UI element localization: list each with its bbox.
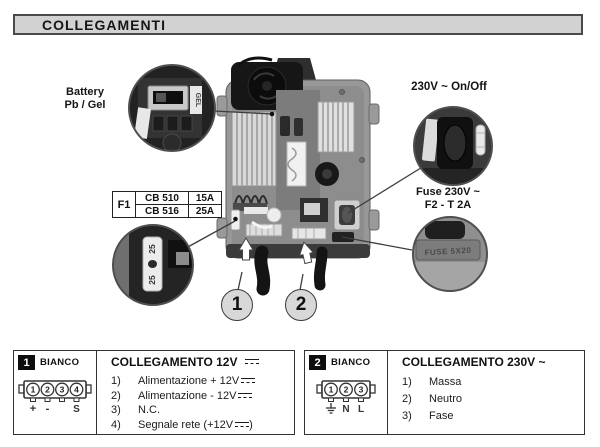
connector-drawing-230v: 1 2 3 N L [316,380,376,415]
connector-230v [291,227,327,240]
cable-right [313,246,328,291]
pin-number: 1 [329,385,334,395]
gel-label: GEL [194,93,201,108]
pin-label: L [358,404,364,415]
marker-2: 2 [285,289,317,321]
pin-number: 4 [74,385,79,395]
arrow-up-icon [238,237,254,261]
pin-label: S [73,404,80,415]
fuse-detail: FUSE 5X20 [412,216,488,292]
panel-number-badge: 2 [309,355,326,370]
pin-label: N [342,404,349,415]
panel-12v-title: COLLEGAMENTO 12V [111,355,288,369]
list-item: 3) N.C. [111,404,160,416]
panel-12v-text-col: COLLEGAMENTO 12V 1) Alimentazione + 12V … [97,351,294,434]
amp-cell: 25A [188,204,222,218]
fuse-plate-label: FUSE 5X20 [424,246,471,257]
pin-number: 1 [31,385,36,395]
onoff-callout: 230V ~ On/Off [411,81,487,93]
device-photo-svg: GEL [112,56,493,306]
list-item: 3) Fase [402,410,454,422]
battery-callout-line1: Battery [66,86,104,98]
list-item: 2) Alimentazione - 12V [111,389,288,404]
page-title: COLLEGAMENTI [42,16,166,33]
panel-number-badge: 1 [18,355,35,370]
earth-icon [326,403,336,414]
pin-number: 2 [45,385,50,395]
panel-12v-items: 1) Alimentazione + 12V 2) Alimentazione … [111,374,288,432]
dc-icon [235,421,250,429]
fuse25-detail: 25 25 [112,224,194,306]
panel-12v: 1 BIANCO 1 2 3 4 + - S [13,350,295,435]
panel-connector-name: BIANCO [40,357,80,368]
fuse25-label: 25 [147,275,157,285]
pin-number: 2 [344,385,349,395]
pin-number: 3 [359,385,364,395]
marker-1: 1 [221,289,253,321]
device-photo [216,56,380,296]
panel-230v: 2 BIANCO 1 2 3 [304,350,585,435]
list-item: 4) Segnale rete (+12V) [111,418,253,431]
list-item: 2) Neutro [402,393,463,405]
panel-12v-connector-col: 1 BIANCO 1 2 3 4 + - S [14,351,97,434]
list-item: 1) Massa [402,376,462,388]
dc-icon [238,392,253,400]
right-heatsink [317,101,355,153]
list-item: 1) Alimentazione + 12V [111,374,288,389]
onoff-switch-detail [413,106,493,186]
battery-callout-line2: Pb / Gel [64,99,106,111]
dc-icon [241,377,256,385]
f1-rating-table: F1 CB 510 15A CB 516 25A [112,191,222,218]
panel-230v-items: 1) Massa 2) Neutro 3) Fase [402,374,578,425]
arrow-up-icon [298,241,315,265]
title-bar: COLLEGAMENTI [13,14,583,35]
connector-12v [245,223,283,237]
connector-drawing-12v: 1 2 3 4 + - S [18,380,92,415]
battery-callout: Battery Pb / Gel [50,86,120,112]
fuse25-label: 25 [147,244,157,254]
dc-icon [245,358,260,366]
cable-left [254,245,271,296]
panel-connector-name: BIANCO [331,357,371,368]
leader-lines [185,110,425,291]
battery-switch-detail: GEL [128,64,216,152]
model-cell: CB 510 [135,191,189,205]
pin-label: - [46,403,50,415]
connection-figure: GEL [50,56,493,321]
f1-label: F1 [112,191,136,218]
panel-230v-connector-col: 2 BIANCO 1 2 3 [305,351,388,434]
panel-230v-text-col: COLLEGAMENTO 230V ~ 1) Massa 2) Neutro 3… [388,351,584,434]
amp-cell: 15A [188,191,222,205]
pin-number: 3 [60,385,65,395]
fuse-callout: Fuse 230V ~ F2 - T 2A [405,186,491,212]
model-cell: CB 516 [135,204,189,218]
pin-label: + [30,403,36,415]
panel-230v-title: COLLEGAMENTO 230V ~ [402,355,546,369]
fuse-callout-line2: F2 - T 2A [424,199,472,211]
left-heatsink [231,111,277,187]
fuse-callout-line1: Fuse 230V ~ [416,186,480,198]
